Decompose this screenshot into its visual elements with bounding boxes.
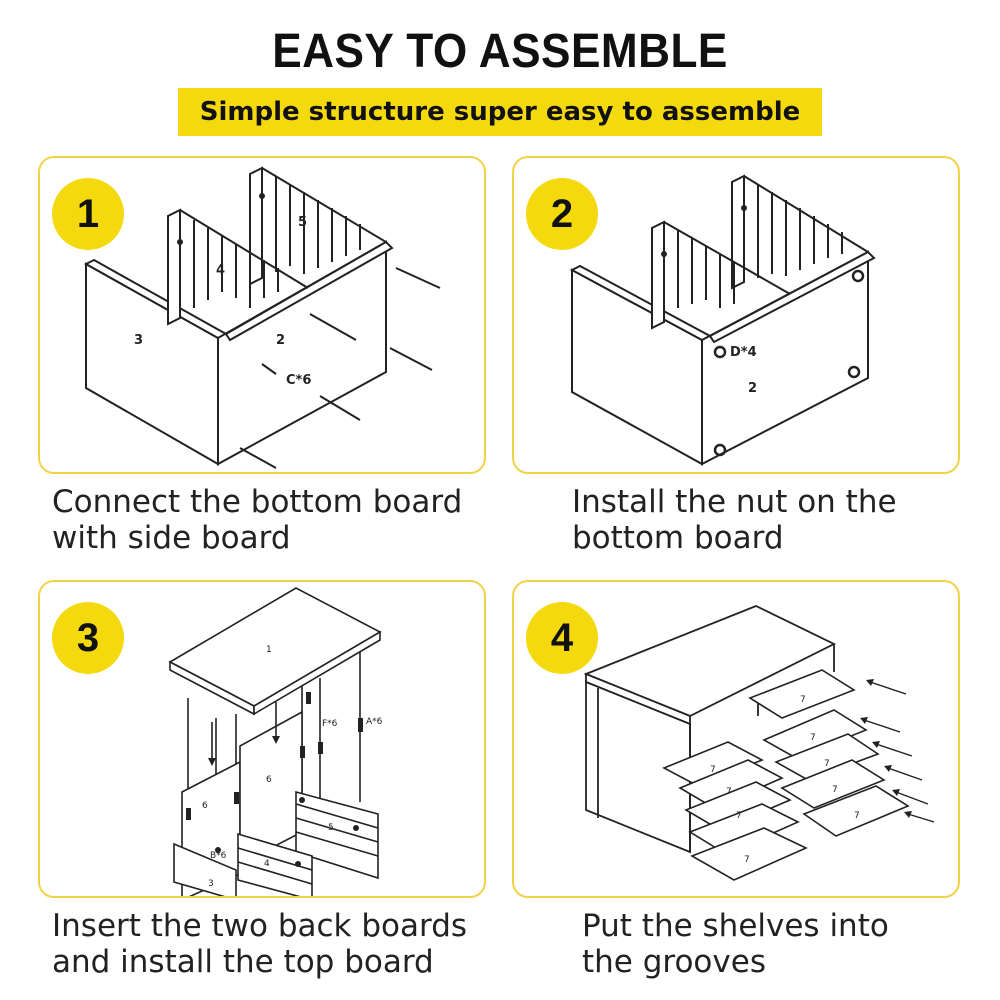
label-nuts-d: D*4 <box>730 345 757 360</box>
step-2-badge: 2 <box>526 178 598 250</box>
label-top-board-1: 1 <box>266 645 272 655</box>
step-2-caption: Install the nut on the bottom board <box>572 484 992 556</box>
shelf-label-7: 7 <box>832 785 838 795</box>
label-back-board-6-right: 6 <box>266 775 272 785</box>
step-3-caption-line-2: and install the top board <box>52 944 434 980</box>
step-2-diagram: D*4 2 <box>569 174 876 466</box>
step-2-panel: 2 <box>512 156 960 474</box>
label-pins-f: F*6 <box>322 719 338 729</box>
label-screws-b: B*6 <box>210 851 227 861</box>
label-back-board-6-left: 6 <box>202 801 208 811</box>
label-board-2: 2 <box>276 333 285 348</box>
step-1-badge: 1 <box>52 178 124 250</box>
label-pins-a: A*6 <box>366 717 383 727</box>
step-1-diagram: 3 4 5 2 C*6 <box>83 166 441 469</box>
shelf-label-3: 7 <box>810 733 816 743</box>
shelf-label-5: 7 <box>824 759 830 769</box>
step-2-caption-line-1: Install the nut on the <box>572 484 897 520</box>
step-4-panel: 4 <box>512 580 960 898</box>
step-4-caption-line-1: Put the shelves into <box>582 908 889 944</box>
step-3-caption-line-1: Insert the two back boards <box>52 908 468 944</box>
subtitle-text: Simple structure super easy to assemble <box>199 97 801 127</box>
step-3-panel: 3 <box>38 580 486 898</box>
step-1-caption-line-1: Connect the bottom board <box>52 484 463 520</box>
shelf-label-8: 7 <box>854 811 860 821</box>
label-board-2: 2 <box>748 381 757 396</box>
step-4-diagram: 7 7 7 7 7 7 7 7 7 <box>583 605 935 881</box>
shelf-label-9: 7 <box>744 855 750 865</box>
step-3-diagram: 1 F*6 A*6 6 6 5 4 B*6 3 <box>168 587 383 896</box>
subtitle-banner: Simple structure super easy to assemble <box>178 88 822 136</box>
shelf-label-6: 7 <box>736 811 742 821</box>
label-board-3: 3 <box>208 879 214 889</box>
step-4-caption-line-2: the grooves <box>582 944 766 980</box>
step-1-caption: Connect the bottom board with side board <box>52 484 492 556</box>
shelf-label-2: 7 <box>710 765 716 775</box>
step-3-badge: 3 <box>52 602 124 674</box>
step-1-caption-line-2: with side board <box>52 520 291 556</box>
step-2-caption-line-2: bottom board <box>572 520 784 556</box>
step-4-caption: Put the shelves into the grooves <box>582 908 992 980</box>
label-board-4: 4 <box>264 859 270 869</box>
shelf-label-1: 7 <box>800 695 806 705</box>
label-board-4: 4 <box>216 263 225 278</box>
label-board-5: 5 <box>328 823 334 833</box>
shelf-label-4: 7 <box>726 787 732 797</box>
label-board-3: 3 <box>134 333 143 348</box>
step-3-caption: Insert the two back boards and install t… <box>52 908 492 980</box>
step-1-panel: 1 <box>38 156 486 474</box>
label-screws-c: C*6 <box>286 373 311 388</box>
label-board-5: 5 <box>298 215 307 230</box>
page-title: EASY TO ASSEMBLE <box>272 25 728 78</box>
step-4-badge: 4 <box>526 602 598 674</box>
